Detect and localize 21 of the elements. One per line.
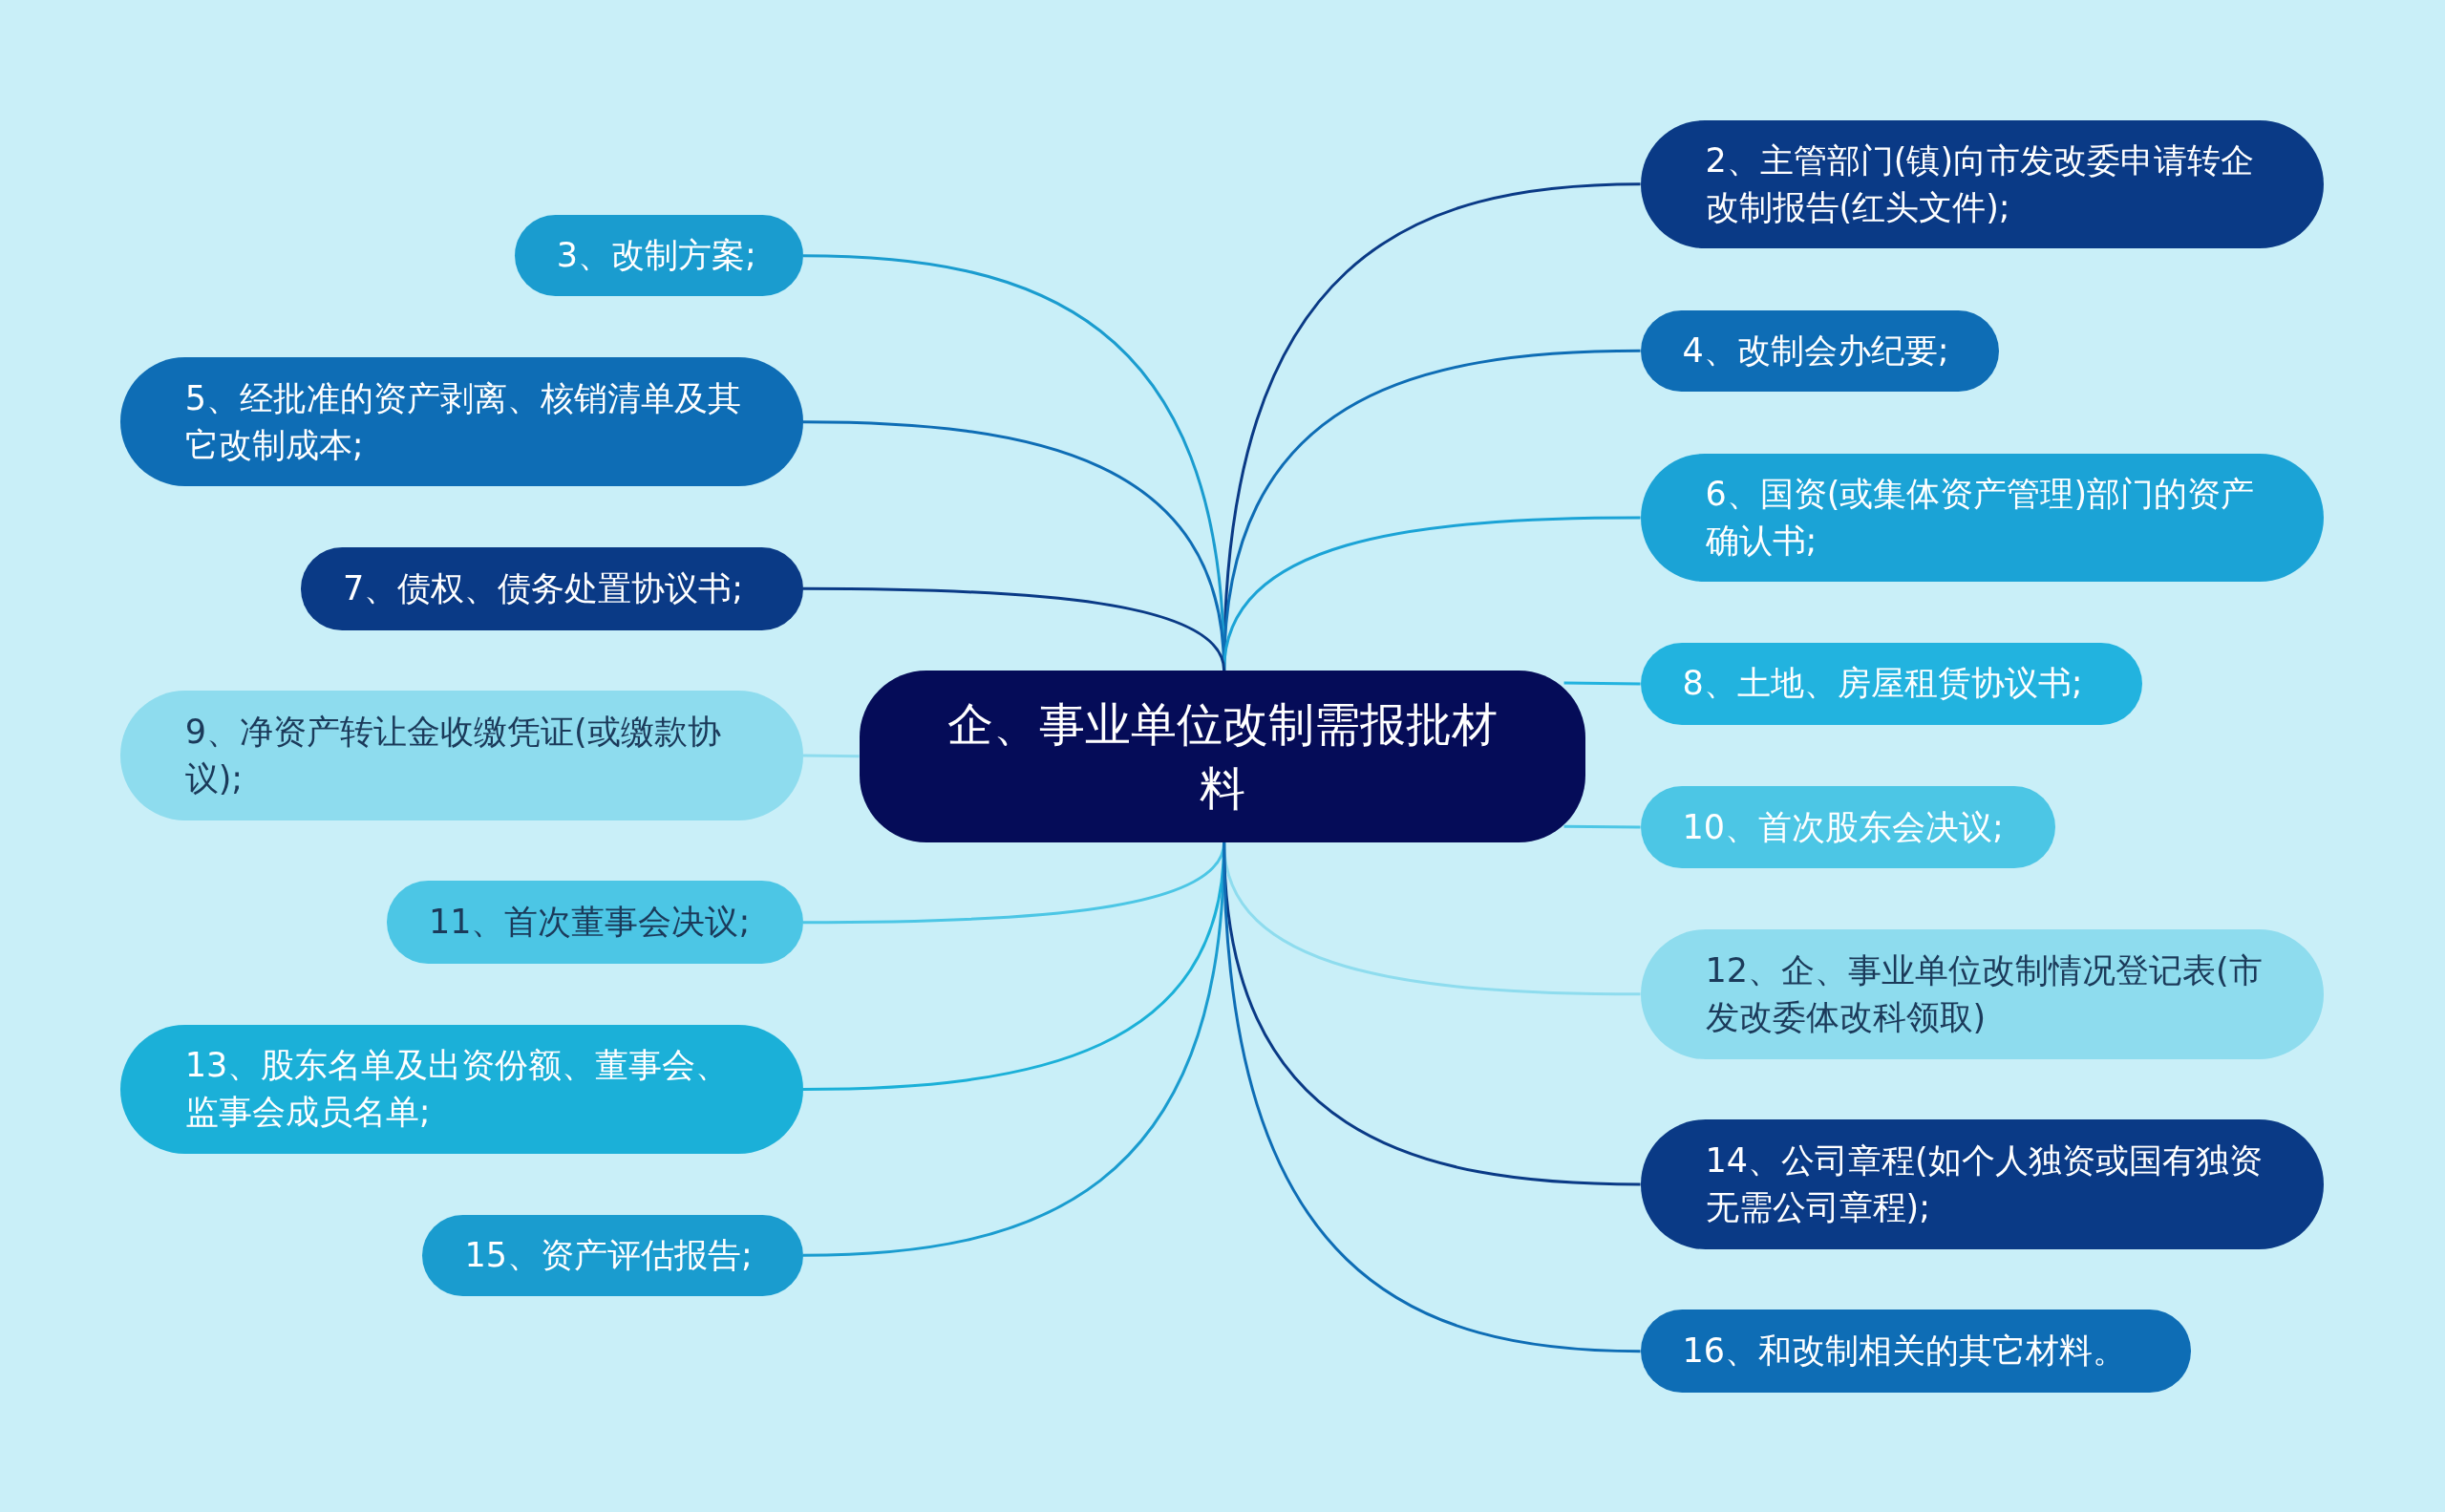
connector-line [802,754,860,758]
central-topic: 企、事业单位改制需报批材料 [859,671,1586,842]
connector-line [1222,841,1641,1353]
connector-line [802,586,1226,671]
topic-pill: 7、债权、债务处置协议书; [301,547,803,630]
topic-pill: 5、经批准的资产剥离、核销清单及其它改制成本; [119,356,803,487]
connector-line [1563,681,1641,686]
topic-pill: 3、改制方案; [514,215,803,297]
topic-pill: 15、资产评估报告; [422,1214,803,1296]
topic-pill: 12、企、事业单位改制情况登记表(市发改委体改科领取) [1640,929,2324,1059]
topic-pill: 14、公司章程(如个人独资或国有独资无需公司章程); [1640,1119,2324,1249]
topic-pill: 8、土地、房屋租赁协议书; [1640,642,2143,726]
topic-pill: 13、股东名单及出资份额、董事会、监事会成员名单; [119,1024,803,1155]
topic-pill: 2、主管部门(镇)向市发改委申请转企改制报告(红头文件); [1640,119,2324,248]
topic-pill: 6、国资(或集体资产管理)部门的资产确认书; [1640,454,2324,582]
topic-pill: 9、净资产转让金收缴凭证(或缴款协议); [119,691,803,820]
topic-pill: 11、首次董事会决议; [386,881,803,964]
topic-pill: 4、改制会办纪要; [1640,309,2000,392]
topic-pill: 16、和改制相关的其它材料。 [1640,1310,2191,1393]
connector-line [1563,824,1641,829]
topic-pill: 10、首次股东会决议; [1640,785,2055,869]
